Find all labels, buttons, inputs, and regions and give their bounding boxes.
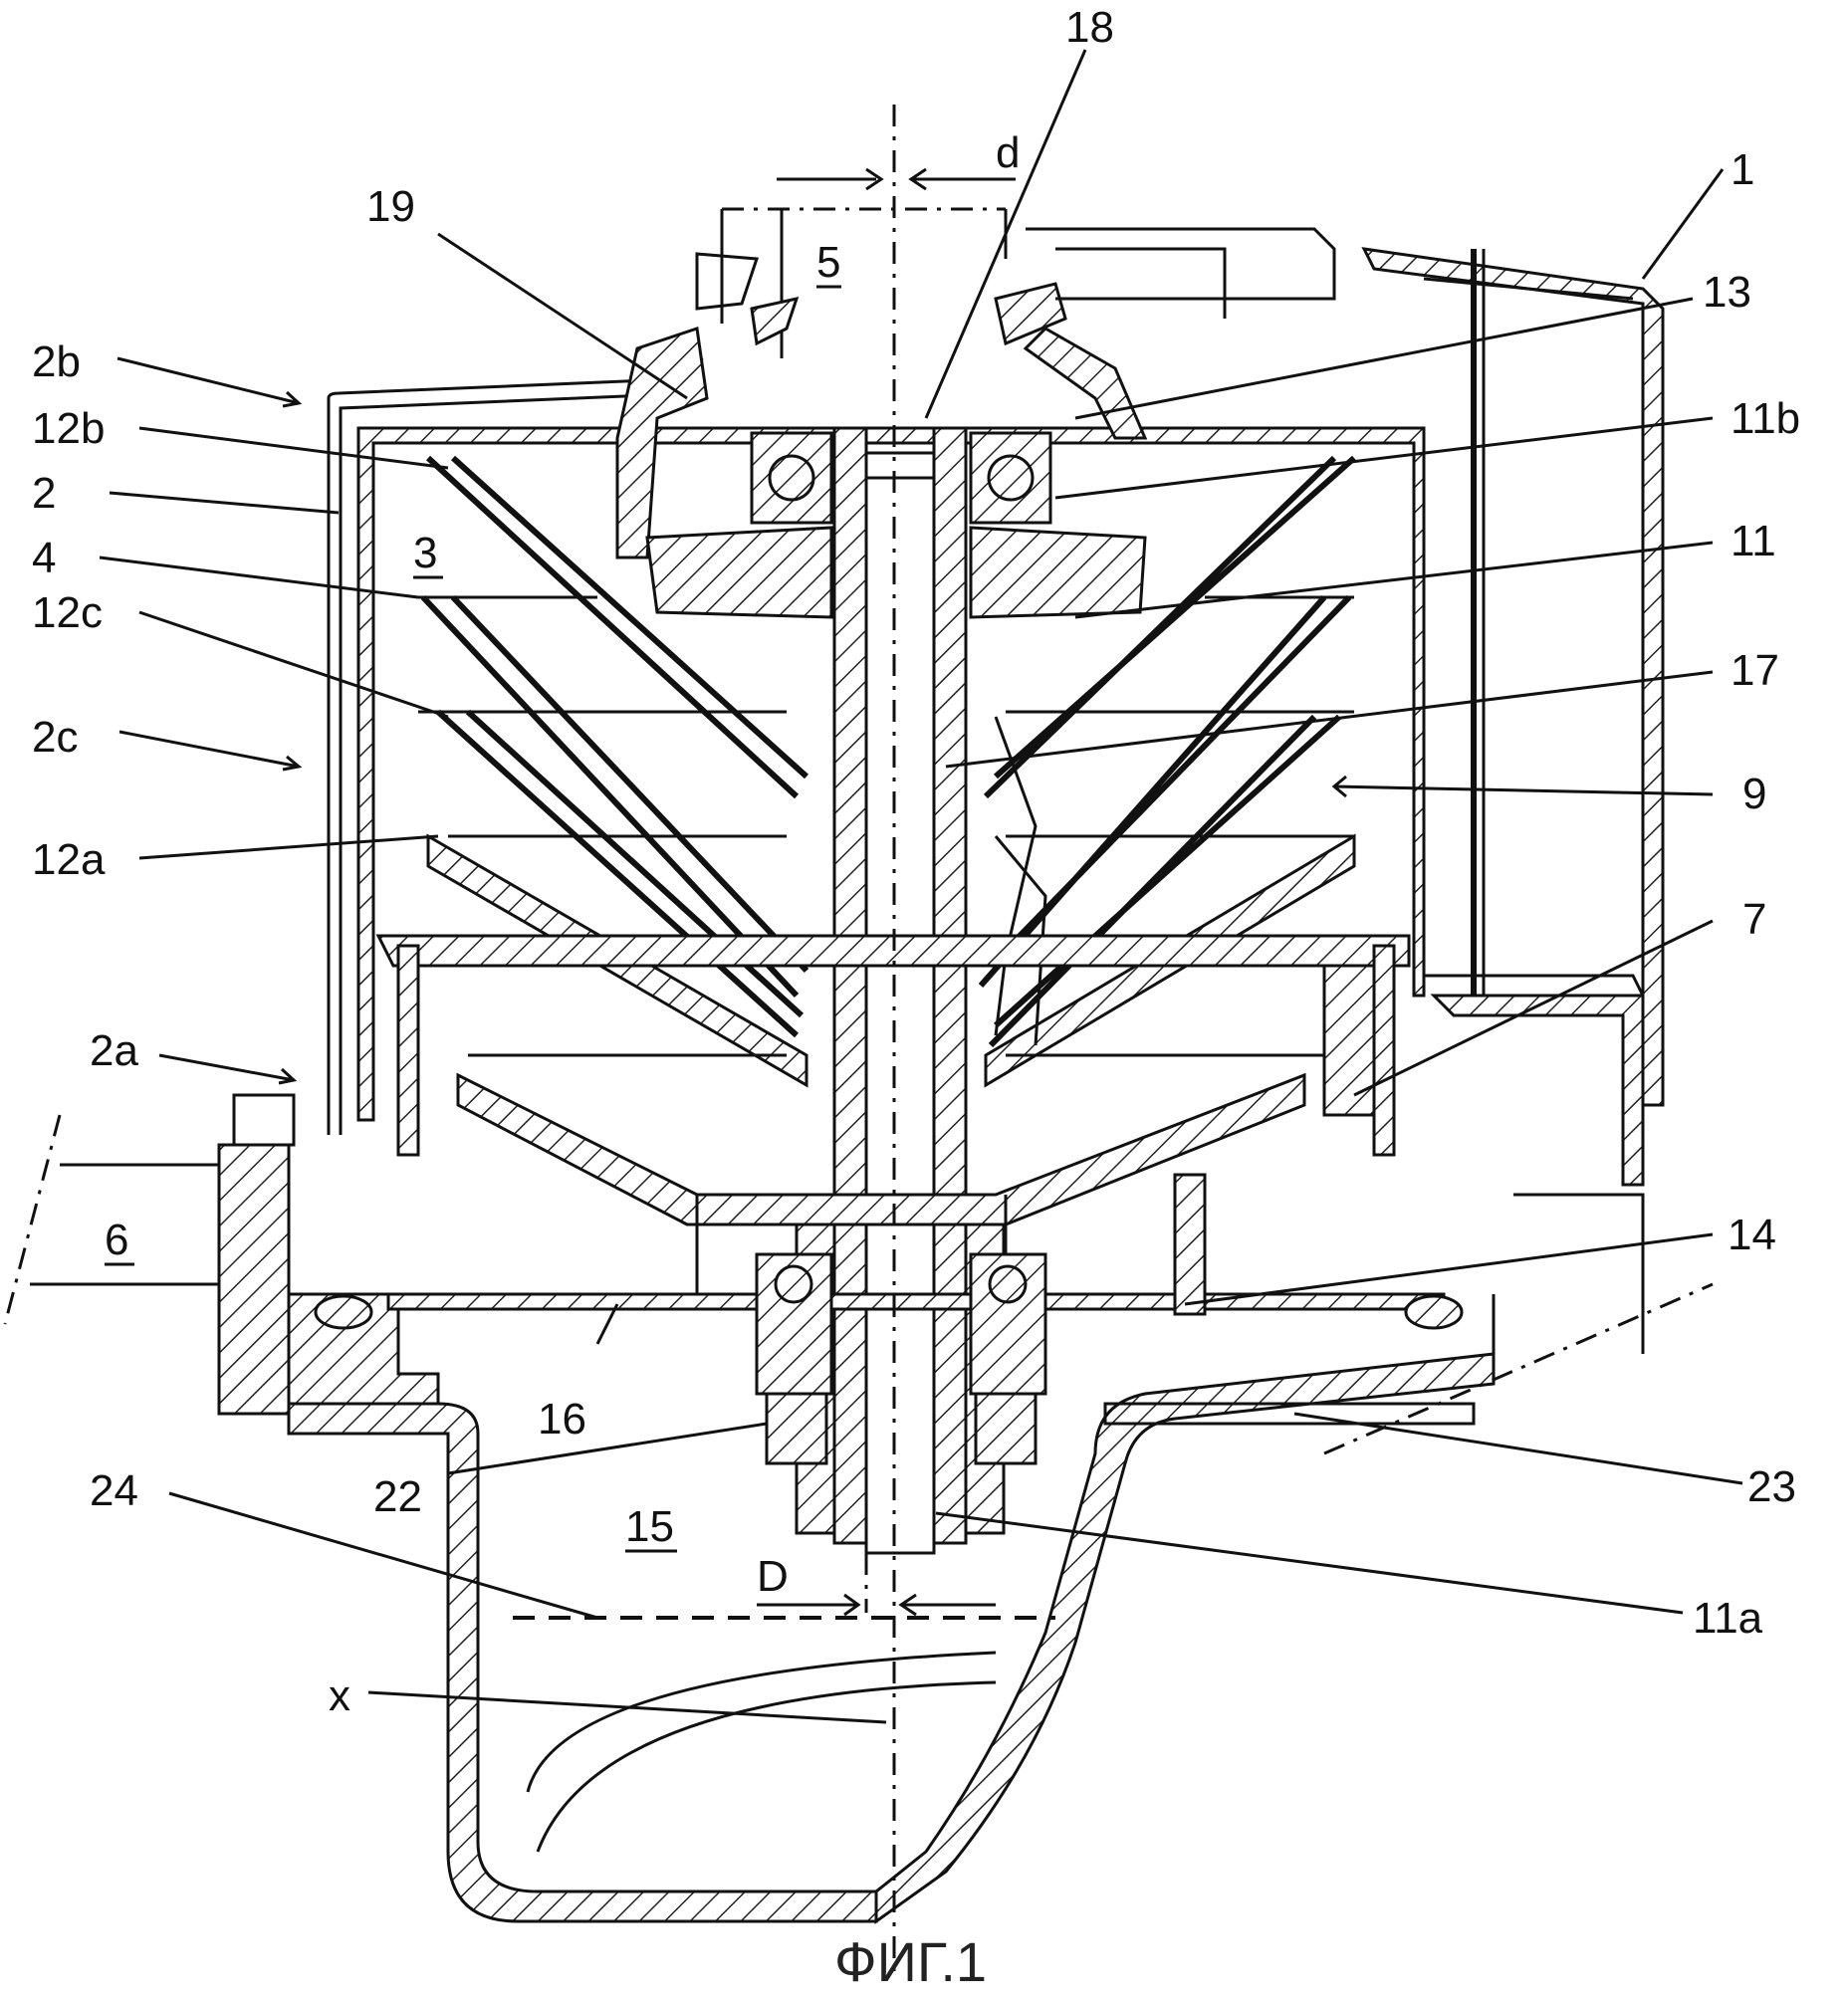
label-d: d (996, 128, 1020, 177)
left-flange-and-port (5, 1095, 438, 1414)
label-11a: 11a (1693, 1594, 1763, 1643)
label-14: 14 (1728, 1211, 1776, 1259)
label-3: 3 (413, 529, 437, 577)
label-12a: 12a (32, 835, 106, 884)
label-19: 19 (366, 182, 415, 231)
label-9: 9 (1742, 770, 1766, 818)
lower-bearing (757, 1254, 1045, 1463)
label-18: 18 (1065, 3, 1114, 52)
label-24: 24 (90, 1466, 138, 1515)
label-15: 15 (625, 1502, 674, 1551)
label-12c: 12c (32, 588, 103, 637)
label-2: 2 (32, 469, 56, 518)
label-5: 5 (816, 238, 840, 287)
label-x: x (329, 1671, 350, 1720)
centre-axis (757, 105, 1016, 1971)
label-17: 17 (1731, 646, 1779, 695)
label-12b: 12b (32, 404, 105, 453)
label-2b: 2b (32, 337, 81, 386)
label-22: 22 (373, 1472, 422, 1521)
label-1: 1 (1731, 145, 1754, 194)
label-16: 16 (538, 1395, 586, 1444)
label-6: 6 (105, 1216, 128, 1264)
label-2c: 2c (32, 713, 78, 762)
reference-labels: 18 d 19 5 1 13 2b 12b 11b 2 4 3 11 12c 1… (32, 3, 1800, 1720)
label-23: 23 (1747, 1462, 1796, 1511)
right-electronics-casing (1364, 249, 1663, 1354)
top-bearing (647, 433, 1145, 617)
figure-caption: ФИГ.1 (834, 1930, 987, 1993)
label-13: 13 (1703, 268, 1751, 317)
top-outlet-neck (697, 209, 1334, 358)
label-4: 4 (32, 534, 56, 582)
leader-lines (100, 50, 1742, 1722)
label-11: 11 (1731, 517, 1776, 565)
label-D: D (757, 1552, 789, 1601)
label-2a: 2a (90, 1026, 138, 1075)
label-7: 7 (1742, 895, 1766, 944)
label-11b: 11b (1731, 394, 1800, 443)
disc-stack (418, 458, 1354, 1085)
